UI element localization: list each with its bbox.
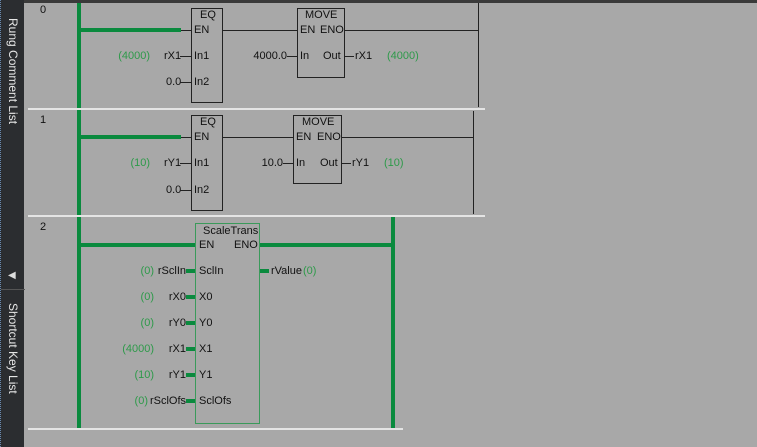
constant[interactable]: 4000.0 — [253, 50, 287, 62]
pin-label: X1 — [199, 343, 213, 355]
shortcut-key-list-tab[interactable]: Shortcut Key List — [6, 303, 20, 394]
live-value: (4000) — [122, 343, 154, 355]
variable[interactable]: rY1 — [352, 157, 370, 169]
wire — [287, 56, 297, 57]
rung-divider — [28, 215, 485, 217]
pin-label: ENO — [320, 24, 344, 36]
variable[interactable]: rY1 — [164, 157, 182, 169]
move-title: MOVE — [305, 9, 338, 21]
rung-number: 0 — [40, 4, 47, 16]
pin-label: In2 — [194, 184, 210, 196]
pin-label: In — [300, 50, 310, 62]
pin-label: EN — [300, 24, 316, 36]
right-power-rail — [473, 111, 474, 214]
live-value: (10) — [134, 369, 154, 381]
tab-separator — [1, 289, 25, 290]
wire — [342, 137, 473, 138]
energized-wire — [186, 347, 195, 351]
pin-label: In2 — [194, 76, 210, 88]
move-block[interactable] — [293, 115, 342, 184]
energized-wire — [186, 321, 195, 325]
pin-label: In1 — [194, 157, 210, 169]
pin-label: Y1 — [199, 369, 213, 381]
top-border — [24, 0, 757, 3]
variable[interactable]: rSclOfs — [149, 395, 186, 407]
live-value: (0) — [134, 395, 148, 407]
live-value: (10) — [384, 157, 404, 169]
wire — [283, 163, 293, 164]
pin-label: SclIn — [199, 265, 224, 277]
energized-wire — [81, 135, 181, 139]
wire — [180, 56, 191, 57]
energized-wire — [186, 399, 195, 403]
energized-wire — [186, 295, 195, 299]
constant[interactable]: 0.0 — [166, 184, 182, 196]
pin-label: ENO — [317, 131, 341, 143]
variable[interactable]: rY1 — [168, 369, 186, 381]
energized-wire — [259, 243, 391, 247]
wire — [345, 56, 354, 57]
pin-label: In — [296, 157, 306, 169]
right-power-rail — [478, 3, 479, 107]
pin-label: Out — [323, 50, 341, 62]
live-value: (0) — [140, 317, 154, 329]
rung-divider — [28, 108, 485, 110]
live-value: (0) — [140, 265, 154, 277]
wire — [180, 190, 191, 191]
energized-wire — [81, 243, 195, 247]
wire — [223, 137, 293, 138]
variable[interactable]: rX0 — [168, 291, 186, 303]
live-value: (0) — [140, 291, 154, 303]
pin-label: EN — [199, 239, 215, 251]
pin-label: Y0 — [199, 317, 213, 329]
energized-wire — [186, 269, 195, 273]
triangle-left-icon[interactable]: ◀ — [8, 270, 16, 281]
move-title: MOVE — [302, 116, 335, 128]
constant[interactable]: 10.0 — [261, 157, 283, 169]
rung-divider — [28, 428, 403, 430]
rung-number: 1 — [40, 114, 47, 126]
wire — [223, 30, 297, 31]
eq-block[interactable] — [191, 115, 223, 211]
variable[interactable]: rX1 — [355, 50, 373, 62]
pin-label: EN — [296, 131, 312, 143]
variable[interactable]: rX1 — [164, 50, 182, 62]
rung-number: 2 — [40, 221, 47, 233]
move-block[interactable] — [297, 8, 345, 78]
eq-title: EQ — [200, 9, 216, 21]
wire — [345, 30, 478, 31]
pin-label: ENO — [234, 239, 258, 251]
pin-label: X0 — [199, 291, 213, 303]
wire — [342, 163, 351, 164]
wire — [181, 30, 191, 31]
live-value: (4000) — [118, 50, 150, 62]
live-value: (0) — [303, 265, 317, 277]
energized-wire — [186, 373, 195, 377]
wire — [180, 163, 191, 164]
energized-wire — [81, 28, 181, 32]
rung-comment-list-tab[interactable]: Rung Comment List — [6, 18, 20, 125]
pin-label: In1 — [194, 50, 210, 62]
live-value: (10) — [130, 157, 150, 169]
eq-title: EQ — [200, 116, 216, 128]
right-power-rail — [391, 217, 395, 428]
live-value: (4000) — [387, 50, 419, 62]
variable[interactable]: rSclIn — [157, 265, 186, 277]
block-title: ScaleTrans — [203, 225, 259, 237]
pin-label: EN — [194, 24, 210, 36]
variable[interactable]: rValue — [271, 265, 302, 277]
pin-label: EN — [194, 131, 210, 143]
pin-label: Out — [320, 157, 338, 169]
eq-block[interactable] — [191, 8, 223, 103]
pin-label: SclOfs — [199, 395, 232, 407]
constant[interactable]: 0.0 — [166, 76, 182, 88]
variable[interactable]: rY0 — [168, 317, 186, 329]
variable[interactable]: rX1 — [168, 343, 186, 355]
wire — [180, 82, 191, 83]
wire — [181, 137, 191, 138]
scaletrans-block[interactable] — [195, 223, 260, 424]
energized-wire — [260, 269, 269, 273]
side-panel: Rung Comment List ◀ Shortcut Key List — [0, 0, 25, 447]
